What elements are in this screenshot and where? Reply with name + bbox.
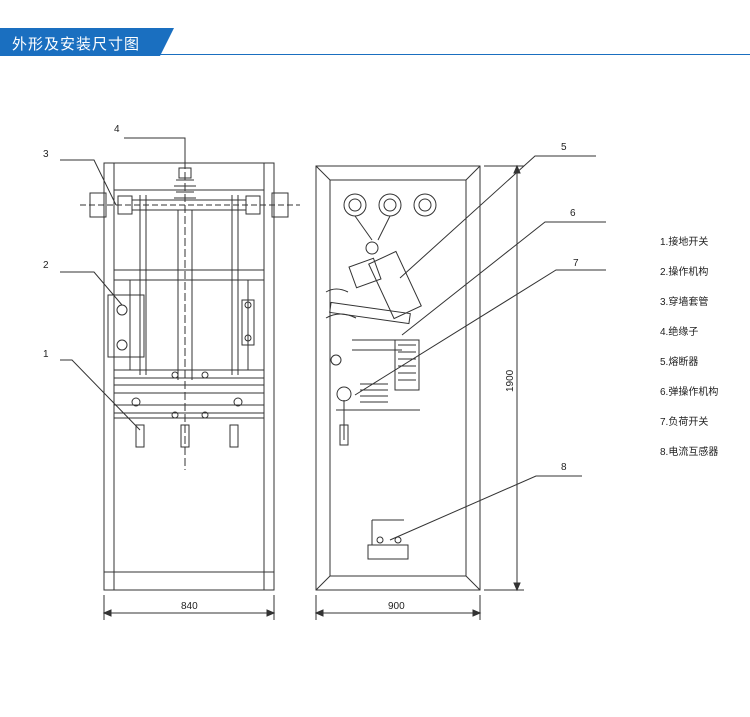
callout-4: 4 <box>114 124 120 135</box>
legend-item: 2.操作机构 <box>660 267 709 278</box>
callout-3: 3 <box>43 149 49 160</box>
legend-item: 8.电流互感器 <box>660 447 719 458</box>
side-view <box>315 165 481 591</box>
legend-item: 3.穿墙套管 <box>660 297 709 308</box>
callout-5: 5 <box>561 142 567 153</box>
callout-1: 1 <box>43 349 49 360</box>
callout-numbers: 3 2 1 4 5 6 7 8 <box>43 124 579 473</box>
legend-item: 7.负荷开关 <box>660 417 709 428</box>
header-tab: 外形及安装尺寸图 <box>0 28 174 56</box>
callout-2: 2 <box>43 260 49 271</box>
side-frame <box>315 165 481 591</box>
callout-8: 8 <box>561 462 567 473</box>
dimension-lines <box>102 164 524 620</box>
section-header: 外形及安装尺寸图 <box>0 28 750 56</box>
front-frame <box>103 162 275 591</box>
component-legend: 1.接地开关 2.操作机构 3.穿墙套管 4.绝缘子 5.熔断器 6.弹操作机构… <box>660 236 718 476</box>
header-rule <box>160 54 750 55</box>
callout-leaders <box>60 137 606 541</box>
legend-item: 1.接地开关 <box>660 237 709 248</box>
dimension-height: 1900 <box>505 369 516 392</box>
dimension-side-width: 900 <box>388 601 405 612</box>
legend-item: 5.熔断器 <box>660 357 699 368</box>
front-view <box>80 150 300 591</box>
legend-item: 4.绝缘子 <box>660 327 699 338</box>
callout-6: 6 <box>570 208 576 219</box>
dimension-front-width: 840 <box>181 601 198 612</box>
callout-7: 7 <box>573 258 579 269</box>
section-title: 外形及安装尺寸图 <box>12 36 141 53</box>
legend-item: 6.弹操作机构 <box>660 387 719 398</box>
